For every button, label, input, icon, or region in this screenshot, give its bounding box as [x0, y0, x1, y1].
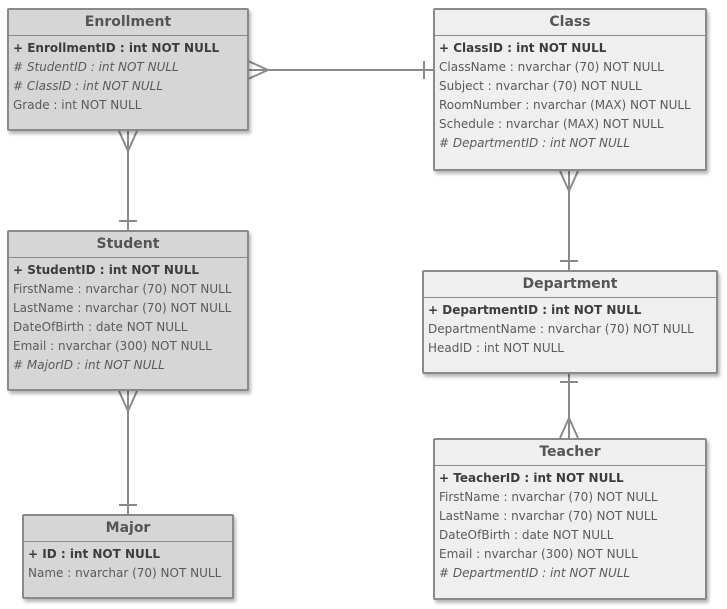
- attribute-list: + TeacherID : int NOT NULL FirstName : n…: [435, 466, 705, 583]
- entity-teacher[interactable]: Teacher + TeacherID : int NOT NULL First…: [433, 438, 707, 600]
- entity-title: Enrollment: [9, 10, 247, 36]
- attribute-list: + DepartmentID : int NOT NULL Department…: [424, 298, 716, 358]
- primary-key-attribute: + ID : int NOT NULL: [28, 547, 161, 561]
- crowfoot-many-mark: [118, 130, 129, 152]
- crowfoot-many-mark: [559, 170, 570, 192]
- foreign-key-attribute: # ClassID : int NOT NULL: [13, 79, 164, 93]
- entity-class[interactable]: Class + ClassID : int NOT NULL ClassName…: [433, 8, 707, 171]
- attribute-list: + StudentID : int NOT NULL FirstName : n…: [9, 258, 247, 375]
- attribute: Email : nvarchar (300) NOT NULL: [439, 547, 638, 561]
- attribute: Schedule : nvarchar (MAX) NOT NULL: [439, 117, 664, 131]
- entity-title: Class: [435, 10, 705, 36]
- primary-key-attribute: + EnrollmentID : int NOT NULL: [13, 41, 220, 55]
- rel-department-teacher[interactable]: [559, 374, 579, 439]
- rel-enrollment-student[interactable]: [118, 130, 138, 230]
- attribute: DepartmentName : nvarchar (70) NOT NULL: [428, 322, 694, 336]
- entity-title: Major: [24, 516, 232, 542]
- rel-student-major[interactable]: [118, 390, 138, 514]
- attribute: DateOfBirth : date NOT NULL: [439, 528, 614, 542]
- crowfoot-many-mark: [559, 417, 570, 439]
- attribute: ClassName : nvarchar (70) NOT NULL: [439, 60, 664, 74]
- attribute: RoomNumber : nvarchar (MAX) NOT NULL: [439, 98, 691, 112]
- entity-enrollment[interactable]: Enrollment + EnrollmentID : int NOT NULL…: [7, 8, 249, 131]
- entity-title: Student: [9, 232, 247, 258]
- attribute: LastName : nvarchar (70) NOT NULL: [13, 301, 232, 315]
- attribute: FirstName : nvarchar (70) NOT NULL: [13, 282, 232, 296]
- entity-student[interactable]: Student + StudentID : int NOT NULL First…: [7, 230, 249, 391]
- entity-title: Department: [424, 272, 716, 298]
- crowfoot-many-mark: [247, 60, 269, 71]
- attribute: FirstName : nvarchar (70) NOT NULL: [439, 490, 658, 504]
- rel-enrollment-class[interactable]: [247, 60, 433, 80]
- attribute: Email : nvarchar (300) NOT NULL: [13, 339, 212, 353]
- foreign-key-attribute: # DepartmentID : int NOT NULL: [439, 136, 631, 150]
- primary-key-attribute: + ClassID : int NOT NULL: [439, 41, 607, 55]
- entity-title: Teacher: [435, 440, 705, 466]
- foreign-key-attribute: # StudentID : int NOT NULL: [13, 60, 179, 74]
- crowfoot-many-mark: [118, 390, 129, 412]
- attribute: HeadID : int NOT NULL: [428, 341, 564, 355]
- attribute: Grade : int NOT NULL: [13, 98, 142, 112]
- primary-key-attribute: + StudentID : int NOT NULL: [13, 263, 200, 277]
- attribute: DateOfBirth : date NOT NULL: [13, 320, 188, 334]
- attribute: LastName : nvarchar (70) NOT NULL: [439, 509, 658, 523]
- foreign-key-attribute: # MajorID : int NOT NULL: [13, 358, 165, 372]
- rel-class-department[interactable]: [559, 170, 579, 270]
- primary-key-attribute: + TeacherID : int NOT NULL: [439, 471, 624, 485]
- entity-department[interactable]: Department + DepartmentID : int NOT NULL…: [422, 270, 718, 374]
- primary-key-attribute: + DepartmentID : int NOT NULL: [428, 303, 642, 317]
- attribute-list: + ID : int NOT NULL Name : nvarchar (70)…: [24, 542, 232, 583]
- attribute-list: + ClassID : int NOT NULL ClassName : nva…: [435, 36, 705, 153]
- foreign-key-attribute: # DepartmentID : int NOT NULL: [439, 566, 631, 580]
- entity-major[interactable]: Major + ID : int NOT NULL Name : nvarcha…: [22, 514, 234, 599]
- attribute: Name : nvarchar (70) NOT NULL: [28, 566, 222, 580]
- attribute-list: + EnrollmentID : int NOT NULL # StudentI…: [9, 36, 247, 115]
- attribute: Subject : nvarchar (70) NOT NULL: [439, 79, 642, 93]
